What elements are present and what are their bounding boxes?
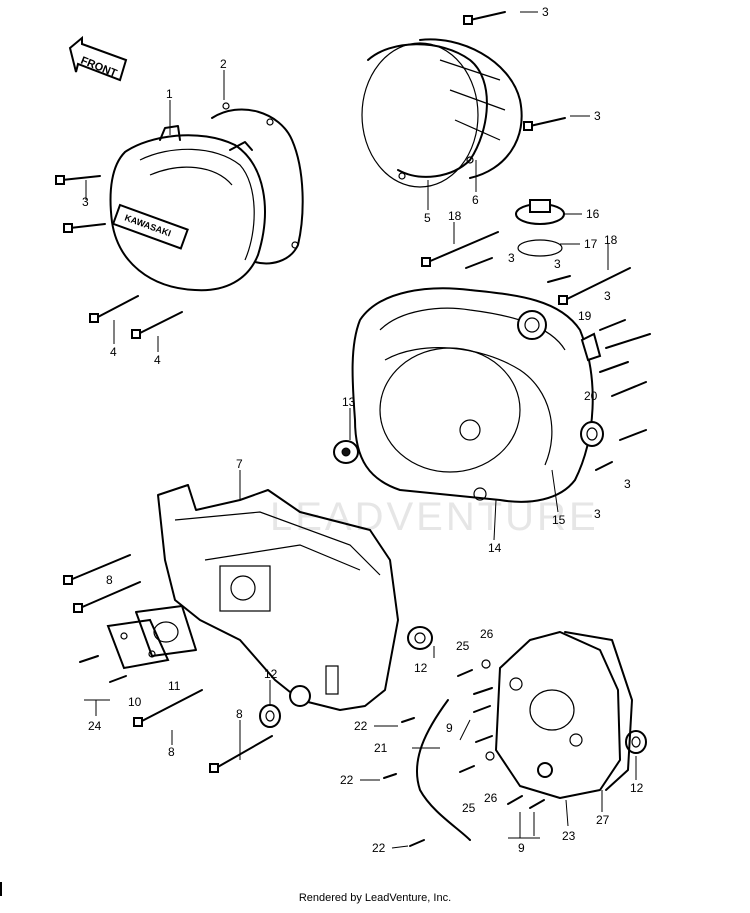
callout-25: 25 — [456, 639, 470, 653]
callout-23: 23 — [562, 829, 576, 843]
screws-9 — [473, 687, 545, 809]
callout-22: 22 — [340, 773, 354, 787]
callout-9: 9 — [518, 841, 525, 855]
callout-25: 25 — [462, 801, 476, 815]
callout-19: 19 — [578, 309, 592, 323]
bolt-3-right — [595, 319, 651, 471]
clutch-cover — [351, 287, 594, 503]
front-direction-arrow: FRONT — [68, 35, 128, 82]
callout-26: 26 — [480, 627, 494, 641]
callout-10: 10 — [128, 695, 142, 709]
brand-badge: KAWASAKI — [111, 203, 189, 250]
callout-3: 3 — [594, 507, 601, 521]
screws-22 — [383, 717, 425, 847]
bracket-19 — [580, 332, 602, 362]
callout-13: 13 — [342, 395, 356, 409]
callout-9: 9 — [446, 721, 453, 735]
long-bolt-18 — [421, 231, 631, 305]
leader-lines — [84, 11, 637, 849]
callout-22: 22 — [354, 719, 368, 733]
callout-24: 24 — [88, 719, 102, 733]
oil-seal-12 — [259, 626, 647, 754]
callout-4: 4 — [154, 353, 161, 367]
callout-3: 3 — [594, 109, 601, 123]
generator-cover-gasket — [211, 108, 304, 265]
callout-27: 27 — [596, 813, 610, 827]
render-credit: Rendered by LeadVenture, Inc. — [298, 892, 452, 904]
callout-18: 18 — [604, 233, 618, 247]
bolt-25 — [457, 669, 475, 773]
bolt-3-top — [463, 11, 566, 131]
callout-12: 12 — [414, 661, 428, 675]
callout-3: 3 — [604, 289, 611, 303]
breather-cover — [361, 38, 523, 188]
callout-15: 15 — [552, 513, 566, 527]
gasket-hole — [222, 102, 230, 110]
gasket-hole — [291, 241, 299, 249]
callout-8: 8 — [236, 707, 243, 721]
cover-plate-10 — [106, 618, 170, 670]
generator-cover: KAWASAKI — [109, 125, 266, 292]
callout-6: 6 — [472, 193, 479, 207]
pulser-gasket-27 — [564, 631, 633, 791]
oil-filler-cap — [515, 199, 565, 257]
callout-numbers: 1 2 3 3 3 3 3 3 3 3 4 4 5 6 7 8 8 8 9 9 … — [82, 5, 644, 855]
callout-14: 14 — [488, 541, 502, 555]
callout-22: 22 — [372, 841, 386, 855]
callout-7: 7 — [236, 457, 243, 471]
watermark-text: LEADVENTURE — [270, 495, 599, 539]
callout-2: 2 — [220, 57, 227, 71]
callout-5: 5 — [424, 211, 431, 225]
callout-20: 20 — [584, 389, 598, 403]
gasket-hole — [266, 118, 274, 126]
callout-3: 3 — [624, 477, 631, 491]
plate-gasket-11 — [135, 605, 197, 657]
callout-12: 12 — [630, 781, 644, 795]
oil-seal-20 — [580, 421, 604, 447]
callout-26: 26 — [484, 791, 498, 805]
callout-16: 16 — [586, 207, 600, 221]
screw-24 — [79, 655, 127, 683]
callout-21: 21 — [374, 741, 388, 755]
bolt-4 — [89, 295, 183, 339]
oil-seal-13 — [333, 440, 359, 464]
callout-3: 3 — [508, 251, 515, 265]
pulser-cover — [495, 631, 621, 799]
callout-1: 1 — [166, 87, 173, 101]
callout-3: 3 — [542, 5, 549, 19]
callout-8: 8 — [106, 573, 113, 587]
page-edge-mark — [0, 882, 2, 896]
bolt-3-left — [55, 175, 106, 233]
callout-17: 17 — [584, 237, 598, 251]
callout-8: 8 — [168, 745, 175, 759]
callout-18: 18 — [448, 209, 462, 223]
callout-3: 3 — [82, 195, 89, 209]
callout-3: 3 — [554, 257, 561, 271]
washer-26 — [481, 659, 495, 761]
callout-11: 11 — [168, 679, 181, 693]
callout-12: 12 — [264, 667, 278, 681]
wire-clip-21 — [416, 699, 471, 841]
bolt-8 — [63, 554, 273, 773]
callout-4: 4 — [110, 345, 117, 359]
